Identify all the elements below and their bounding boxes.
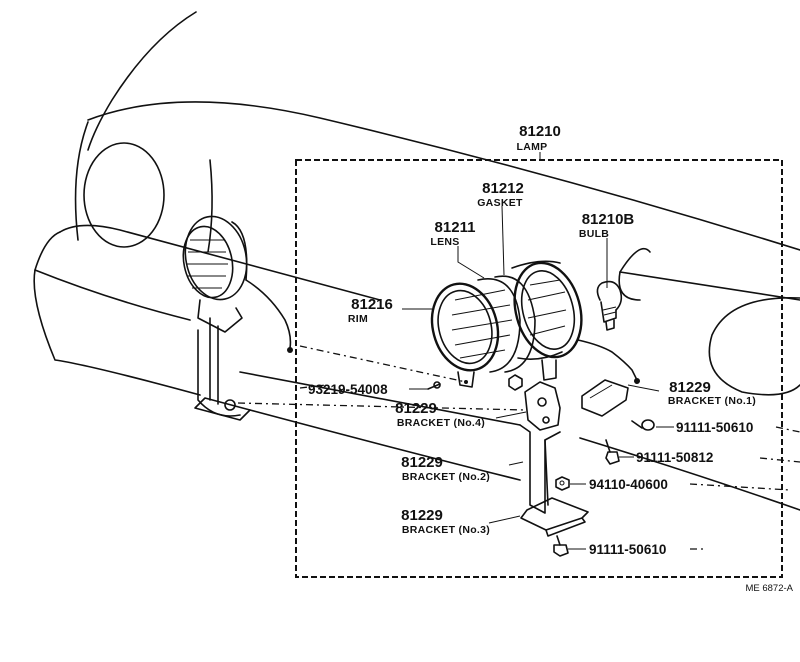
- part-number: 81229: [669, 379, 711, 396]
- part-name: BRACKET (No.1): [668, 395, 756, 407]
- part-number: 81210B: [582, 211, 635, 228]
- part-name: GASKET: [477, 197, 523, 209]
- part-name: RIM: [348, 313, 368, 325]
- bracket-no1-part: [581, 379, 629, 417]
- part-name: LENS: [430, 236, 459, 248]
- nut-housing-part: [508, 374, 523, 391]
- hardware-screw-93219: 93219-54008: [308, 382, 388, 397]
- part-name: LAMP: [517, 141, 548, 153]
- part-name: BULB: [579, 228, 609, 240]
- hardware-bolt-91111-50610-lower: 91111-50610: [589, 542, 666, 557]
- figure-code: ME 6872-A: [745, 583, 793, 594]
- bolt-91111-50610-lower-part: [553, 535, 569, 557]
- hardware-bolt-91111-50812: 91111-50812: [636, 450, 713, 465]
- part-number: 81229: [395, 400, 437, 417]
- lens-part: [451, 278, 521, 373]
- leader-lines: [237, 152, 800, 550]
- installed-fog-lamp-left: [182, 215, 293, 421]
- lamp-assembly-group-box: [295, 159, 783, 578]
- car-body-outline: [74, 11, 800, 396]
- hardware-nut-94110: 94110-40600: [589, 477, 668, 492]
- part-number: 81216: [351, 296, 393, 313]
- bracket-no3-part: [520, 497, 589, 537]
- hardware-bolt-91111-50610-upper: 91111-50610: [676, 420, 753, 435]
- part-number: 81229: [401, 454, 443, 471]
- screw-93219-part: [427, 381, 441, 390]
- gasket-part: [494, 275, 536, 373]
- bulb-part: [596, 280, 623, 331]
- lamp-housing-part: [511, 260, 640, 384]
- part-number: 81210: [519, 123, 561, 140]
- bumper-outline: [33, 224, 800, 511]
- bracket-no2-part: [519, 424, 561, 514]
- callout-bracket-no2: 81229 BRACKET (No.2): [401, 454, 490, 483]
- callout-lens: 81211 LENS: [430, 219, 475, 248]
- callout-rim: 81216 RIM: [348, 296, 393, 325]
- part-name: BRACKET (No.4): [397, 417, 485, 429]
- left-headlight-opening: [83, 142, 165, 248]
- callout-gasket: 81212 GASKET: [477, 180, 524, 209]
- callout-bracket-no3: 81229 BRACKET (No.3): [401, 507, 490, 536]
- bracket-no4-part: [524, 381, 561, 431]
- part-name: BRACKET (No.2): [402, 471, 490, 483]
- part-number: 81212: [482, 180, 524, 197]
- callout-bulb: 81210B BULB: [579, 211, 635, 240]
- rim-part: [430, 282, 500, 388]
- callout-bracket-no1: 81229 BRACKET (No.1): [668, 379, 756, 407]
- part-number: 81229: [401, 507, 443, 524]
- callout-bracket-no4: 81229 BRACKET (No.4): [395, 400, 485, 429]
- bolt-91111-50610-upper-part: [631, 419, 655, 431]
- part-name: BRACKET (No.3): [402, 524, 490, 536]
- bolt-91111-50812-part: [605, 439, 620, 465]
- callout-lamp: 81210 LAMP: [517, 123, 561, 153]
- nut-94110-part: [555, 476, 570, 491]
- part-number: 81211: [435, 219, 476, 236]
